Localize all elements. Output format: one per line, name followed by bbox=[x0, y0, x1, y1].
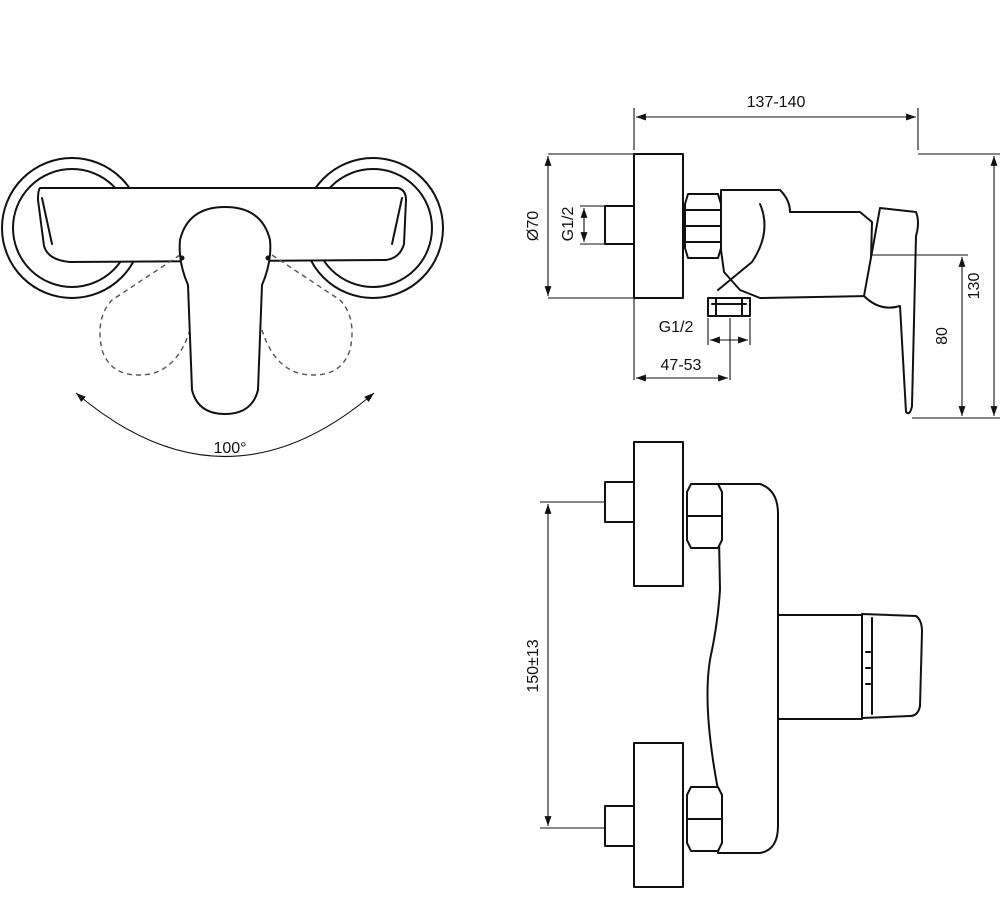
mixer-body-side bbox=[720, 189, 873, 299]
outlet-thread-label: G1/2 bbox=[659, 319, 694, 336]
rotation-angle-label: 100° bbox=[213, 440, 246, 457]
overall-height-label: 130 bbox=[966, 273, 983, 300]
lever-left-position bbox=[99, 254, 191, 376]
side-view: 137-140 Ø70 G1/2 G1/2 47-53 80 130 bbox=[525, 94, 1000, 419]
cartridge-housing bbox=[777, 614, 863, 720]
lower-rosette-front bbox=[633, 742, 684, 888]
outlet-connector bbox=[707, 297, 751, 317]
lever-right-position bbox=[261, 254, 353, 376]
rosette-diameter-label: Ø70 bbox=[525, 211, 542, 241]
front-view: 150±13 bbox=[525, 441, 923, 888]
inlet-thread-label: G1/2 bbox=[560, 207, 577, 242]
inlet-connector bbox=[604, 205, 635, 245]
top-view: 100° bbox=[1, 157, 444, 457]
lever-height-label: 80 bbox=[934, 327, 951, 345]
lever-top bbox=[178, 206, 272, 415]
depth-dimension-label: 137-140 bbox=[747, 94, 806, 111]
lever-side bbox=[863, 207, 919, 415]
indicator-dot bbox=[179, 255, 185, 261]
lower-inlet-connector bbox=[604, 805, 635, 847]
outlet-offset-label: 47-53 bbox=[661, 357, 702, 374]
lever-front bbox=[861, 613, 923, 719]
upper-inlet-connector bbox=[604, 481, 635, 523]
wall-rosette-side bbox=[633, 153, 684, 299]
inlet-spacing-label: 150±13 bbox=[525, 639, 542, 692]
upper-rosette-front bbox=[633, 441, 684, 587]
rotation-arc bbox=[75, 392, 375, 457]
